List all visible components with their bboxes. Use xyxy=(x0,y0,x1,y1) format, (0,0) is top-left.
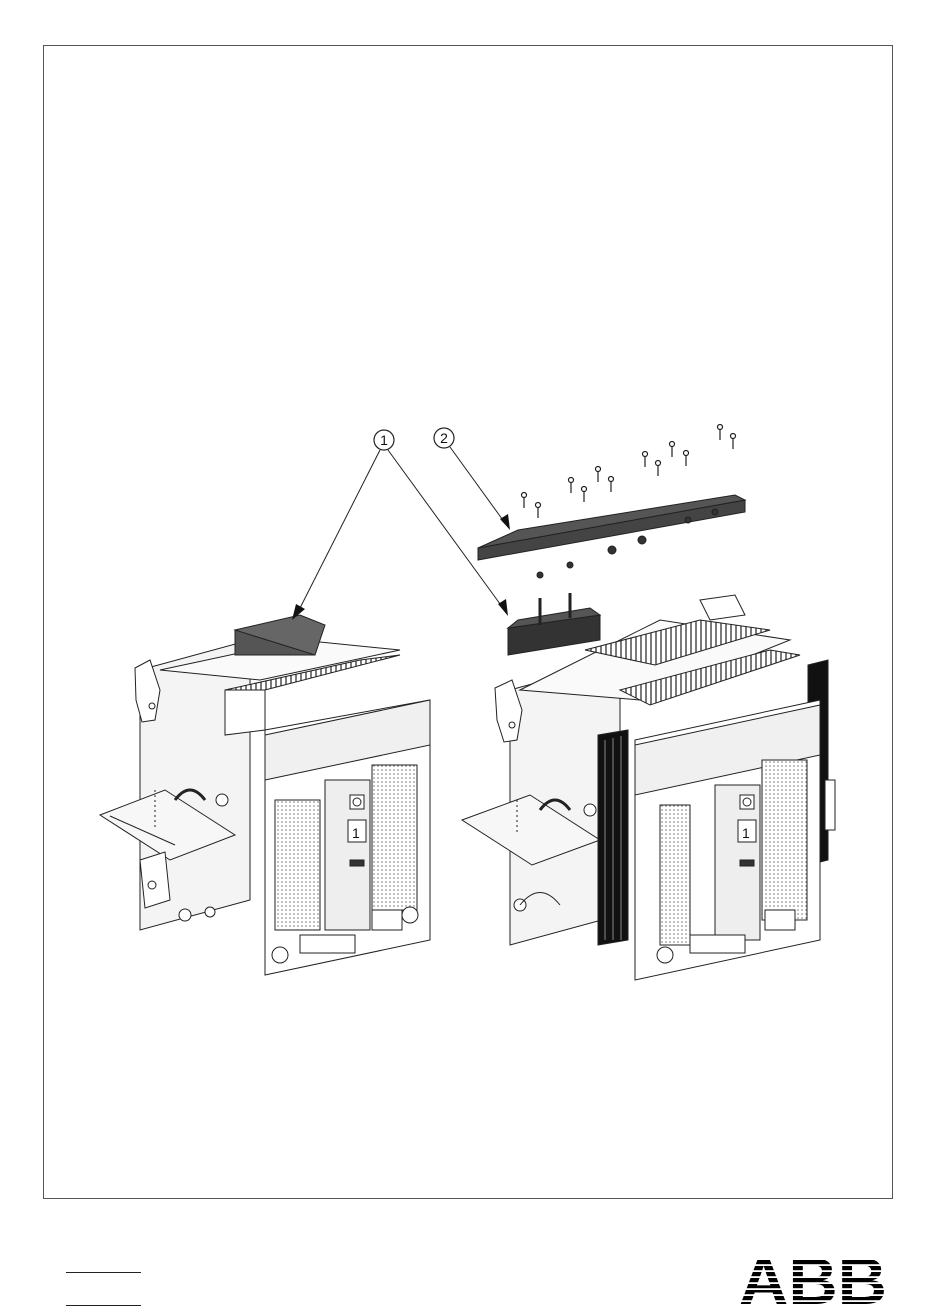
cover-plate-icon xyxy=(478,495,745,578)
circuit-breaker-left-icon: 1 xyxy=(100,615,430,975)
callout-1: 1 xyxy=(292,430,508,620)
footer-rule-top xyxy=(66,1272,141,1273)
logo-text: ABB xyxy=(739,1248,887,1308)
callout-1-label: 1 xyxy=(380,432,388,448)
callout-2: 2 xyxy=(434,428,510,530)
abb-logo: ABB xyxy=(738,1248,888,1308)
terminal-block-icon xyxy=(508,593,600,655)
svg-text:1: 1 xyxy=(352,825,360,841)
callout-2-label: 2 xyxy=(440,430,448,446)
svg-text:1: 1 xyxy=(742,825,750,841)
footer-rule-bottom xyxy=(66,1305,141,1306)
